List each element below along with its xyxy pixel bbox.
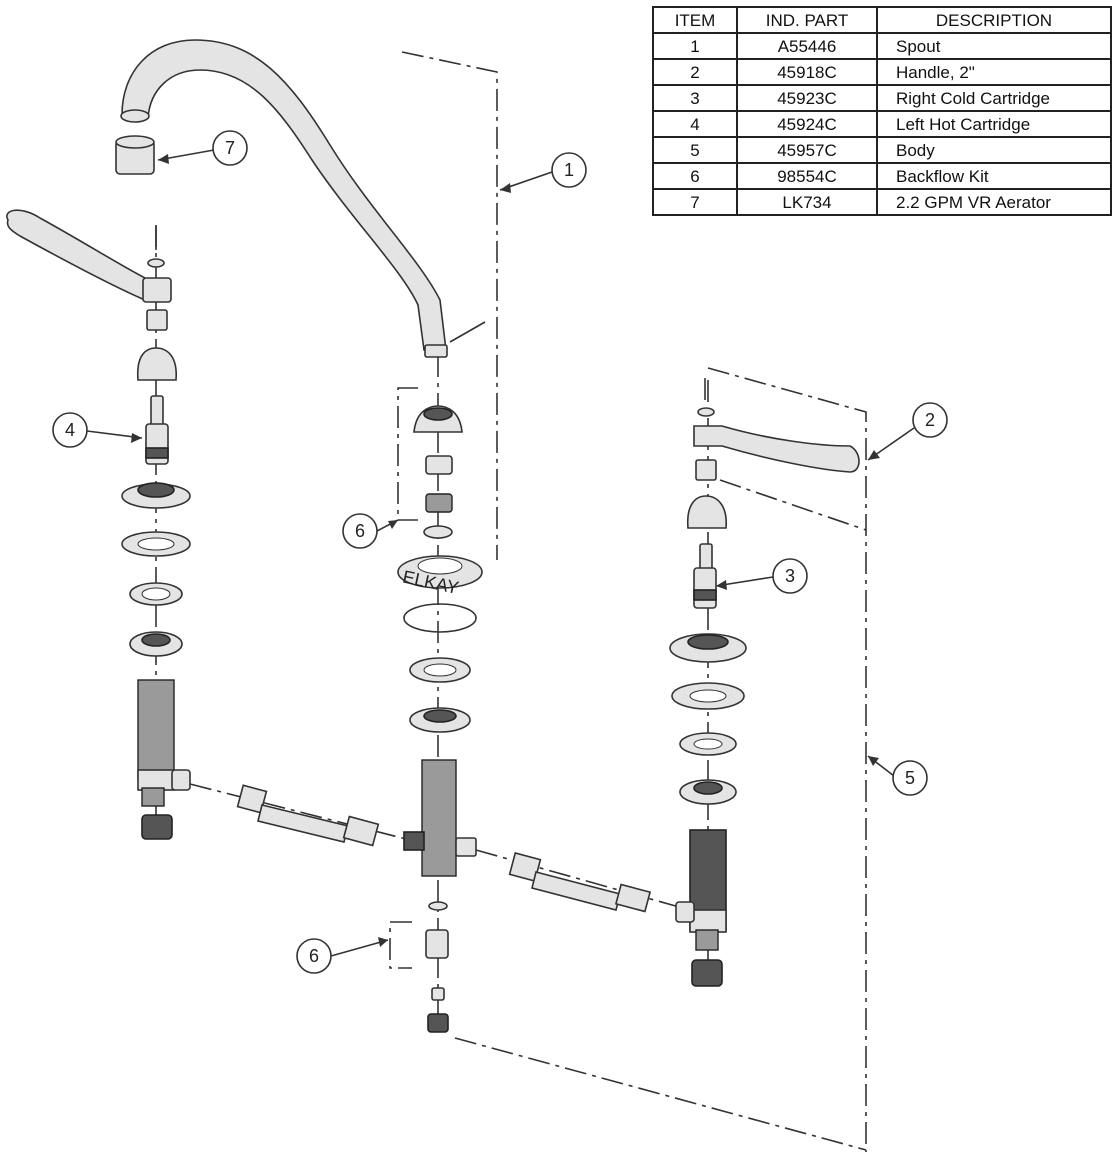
backflow-kit-bracket-upper [397,387,418,521]
svg-text:2: 2 [925,410,935,430]
aerator [115,135,155,175]
right-handle [686,378,860,529]
table-row: 7 LK734 2.2 GPM VR Aerator [652,188,1112,216]
cell-item: 4 [652,110,738,138]
svg-text:7: 7 [225,138,235,158]
table-row: 1 A55446 Spout [652,32,1112,60]
cell-item: 7 [652,188,738,216]
cell-description: Handle, 2" [876,58,1112,86]
cell-description: Left Hot Cartridge [876,110,1112,138]
cell-part: 45957C [736,136,878,164]
cell-part: 45923C [736,84,878,112]
cell-item: 3 [652,84,738,112]
callout-4: 4 [52,412,88,448]
header-description: DESCRIPTION [876,6,1112,34]
cell-part: A55446 [736,32,878,60]
svg-text:3: 3 [785,566,795,586]
right-supply-hose [508,852,652,913]
body-group-line [454,1037,867,1151]
header-part: IND. PART [736,6,878,34]
cell-description: Spout [876,32,1112,60]
table-row: 2 45918C Handle, 2" [652,58,1112,86]
table-row: 3 45923C Right Cold Cartridge [652,84,1112,112]
cell-description: Backflow Kit [876,162,1112,190]
cell-part: 45918C [736,58,878,86]
right-valve-body [675,829,727,987]
backflow-kit-upper [413,405,463,539]
callout-1: 1 [551,152,587,188]
callout-7: 7 [212,130,248,166]
callout-6-lower: 6 [296,938,332,974]
left-cartridge [145,395,169,465]
backflow-kit-bracket-lower [389,921,412,969]
cell-item: 2 [652,58,738,86]
svg-text:6: 6 [309,946,319,966]
handle-group-line [707,367,867,1152]
svg-text:6: 6 [355,521,365,541]
table-row: 6 98554C Backflow Kit [652,162,1112,190]
handle-phantom-line [719,479,867,531]
svg-text:4: 4 [65,420,75,440]
backflow-kit-lower [425,901,449,1033]
callout-2: 2 [912,402,948,438]
svg-text:1: 1 [564,160,574,180]
left-supply-hose [236,784,380,847]
cell-item: 5 [652,136,738,164]
cell-description: 2.2 GPM VR Aerator [876,188,1112,216]
cell-part: 45924C [736,110,878,138]
cell-part: LK734 [736,188,878,216]
cell-description: Body [876,136,1112,164]
callout-5: 5 [892,760,928,796]
spout [120,39,486,358]
callout-3: 3 [772,558,808,594]
header-item: ITEM [652,6,738,34]
left-valve-body [137,679,191,840]
right-cartridge [693,543,717,609]
cell-item: 1 [652,32,738,60]
center-valve-body [403,759,477,877]
left-handle [6,209,177,381]
parts-table: ITEM IND. PART DESCRIPTION 1 A55446 Spou… [652,6,1112,216]
svg-text:5: 5 [905,768,915,788]
cell-description: Right Cold Cartridge [876,84,1112,112]
center-trim-stack: ELKAY [397,555,483,733]
left-trim-stack [121,482,191,657]
table-row: 5 45957C Body [652,136,1112,164]
cell-item: 6 [652,162,738,190]
callout-6-upper: 6 [342,513,378,549]
cell-part: 98554C [736,162,878,190]
table-row: 4 45924C Left Hot Cartridge [652,110,1112,138]
right-trim-stack [669,633,747,805]
spout-group-line [401,51,498,560]
parts-table-header: ITEM IND. PART DESCRIPTION [652,6,1112,34]
